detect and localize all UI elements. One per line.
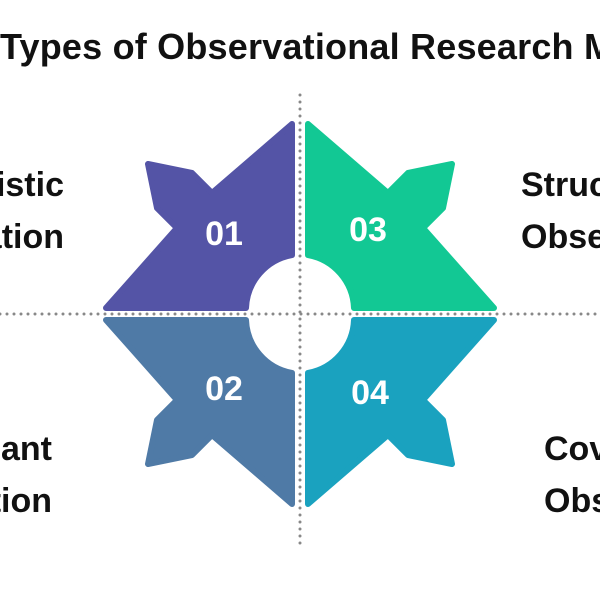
quadrant-02-label-line2: Observation [0, 482, 52, 520]
page-title: Types of Observational Research Methods [0, 26, 600, 67]
quadrant-03-label: Structured Observation [521, 159, 600, 263]
quadrant-01-label: Naturalistic Observation [0, 159, 64, 263]
quadrant-04-label-line1: Covert [544, 430, 600, 468]
quadrant-02-number: 02 [205, 370, 243, 408]
quadrant-01-label-line2: Observation [0, 218, 64, 256]
quadrant-04-shape [305, 317, 497, 507]
quadrant-03-label-line1: Structured [521, 166, 600, 204]
quadrant-04-label: Covert Observation [544, 423, 600, 527]
quadrant-04-label-line2: Observation [544, 482, 600, 520]
quadrant-02-shape [103, 317, 295, 507]
quadrant-03-number: 03 [349, 211, 387, 249]
quadrant-02-label-line1: Participant [0, 430, 52, 468]
quadrant-01-shape [103, 121, 295, 311]
quadrant-04-number: 04 [351, 374, 389, 412]
quadrant-01-number: 01 [205, 215, 243, 253]
quadrant-03-label-line2: Observation [521, 218, 600, 256]
quadrant-02-label: Participant Observation [0, 423, 52, 527]
quadrant-03-shape [305, 121, 497, 311]
quadrant-01-label-line1: Naturalistic [0, 166, 64, 204]
